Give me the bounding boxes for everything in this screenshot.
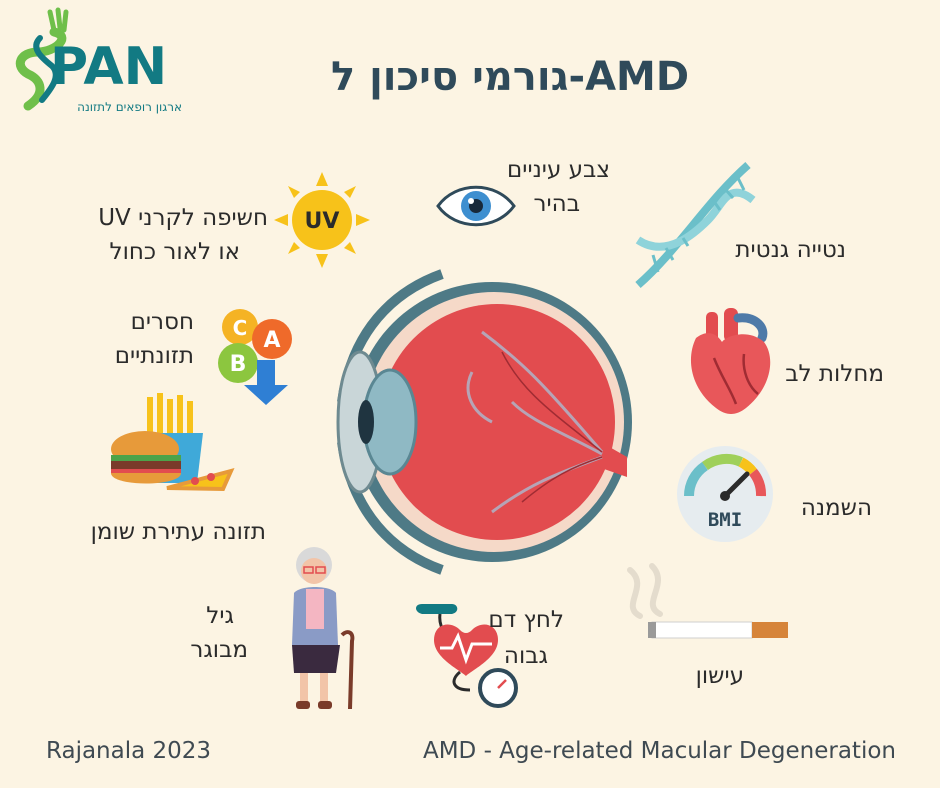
genetics-label: נטייה גנטית [735,237,846,263]
eye-cross-section [336,269,632,575]
vitamin-b-text: B [230,352,247,377]
uv-label-line1: חשיפה לקרני UV [98,205,268,231]
deficiency-label-line2: תזונתיים [114,343,194,369]
blood-pressure-label-line1: לחץ דם [488,607,564,633]
cigarette-icon [627,563,788,639]
uv-label-line2: או לאור כחול [109,239,241,265]
logo-tagline: ארגון רופאים לתזונה [77,100,182,114]
age-label-line1: גיל [206,603,234,629]
vitamin-a-text: A [263,328,280,353]
footer-definition: AMD - Age-related Macular Degeneration [422,738,896,764]
vitamins-icon: C A B [218,309,292,405]
footer-citation: Rajanala 2023 [46,738,212,764]
page-title: גורמי סיכון ל-AMD [330,54,690,100]
blue-eye-icon [436,185,516,227]
eye-color-label-line2: בהיר [533,191,580,217]
bmi-gauge-icon: BMI [677,446,773,542]
logo: PAN ארגון רופאים לתזונה [12,7,182,118]
arrow-down-icon [244,360,288,405]
logo-fork-icon [15,7,69,111]
smoking-label: עישון [695,663,744,689]
eye-color-label-line1: צבע עיניים [507,157,610,183]
blood-pressure-icon [416,604,518,708]
heart-organ-icon [690,308,771,414]
blood-pressure-label-line2: גבוה [503,643,548,669]
uv-icon-text: UV [305,209,340,234]
vitamin-c-text: C [233,316,248,340]
deficiency-label-line1: חסרים [130,309,194,335]
obesity-label: השמנה [800,495,872,521]
bmi-icon-text: BMI [708,509,742,531]
dna-icon [635,161,756,289]
junk-food-icon [111,393,235,492]
elderly-woman-icon [292,547,355,710]
diet-label: תזונה עתירת שומן [90,519,266,545]
sun-uv-icon: UV [274,172,370,268]
age-label-line2: מבוגר [190,637,248,663]
heart-label: מחלות לב [785,361,884,387]
logo-name: PAN [50,37,167,97]
